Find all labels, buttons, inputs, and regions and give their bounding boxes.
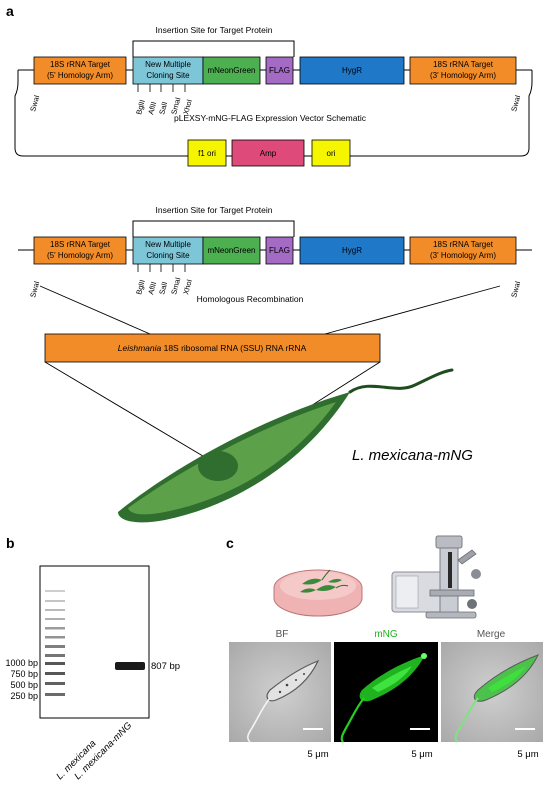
hygr-label-2: HygR [342, 246, 362, 255]
mcs2-line2: Cloning Site [146, 251, 190, 260]
right-arm2-line2: (3' Homology Arm) [430, 251, 496, 260]
mcs-box [132, 56, 204, 85]
ladder-1000bp: 1000 bp [5, 658, 38, 668]
site-sali: SalI [157, 101, 169, 116]
left-arm-line2: (5' Homology Arm) [47, 71, 113, 80]
site-bglii: BglII [134, 99, 147, 116]
mng-image [334, 642, 438, 743]
band-size-label: 807 bp [151, 661, 180, 672]
ladder-500bp: 500 bp [10, 680, 38, 690]
homologous-recombination-label: Homologous Recombination [197, 294, 304, 304]
site-smai: SmaI [169, 96, 182, 115]
site-xhoi: XhoI [181, 98, 194, 115]
site2-smai: SmaI [169, 276, 182, 295]
scale-label-bf: 5 μm [307, 749, 328, 760]
bf-image [229, 642, 331, 743]
ladder-250bp: 250 bp [10, 691, 38, 701]
channel-title-merge: Merge [477, 629, 506, 640]
right-homology-arm [409, 56, 517, 85]
hygr-box [299, 56, 405, 85]
cell-label: L. mexicana-mNG [352, 447, 473, 464]
left-arm2-line2: (5' Homology Arm) [47, 251, 113, 260]
left-homology-arm-2 [33, 236, 127, 265]
mcs-line1: New Multiple [145, 60, 191, 69]
panel-b-label: b [6, 535, 15, 551]
petri-dish-icon [273, 569, 363, 617]
microscope-icon [391, 535, 481, 619]
right-homology-arm-2 [409, 236, 517, 265]
gel-image [39, 565, 150, 719]
flag-box [265, 56, 294, 85]
insertion-site-label-2: Insertion Site for Target Protein [155, 205, 272, 215]
mneongreen-label: mNeonGreen [207, 66, 255, 75]
amp-label: Amp [260, 149, 277, 158]
site2-xhoi: XhoI [181, 278, 194, 295]
swai-right-2: SwaI [509, 280, 522, 298]
site2-bglii: BglII [134, 279, 147, 296]
merge-image [441, 642, 543, 743]
mneongreen-box [202, 56, 261, 85]
site-aflii: AflII [146, 101, 158, 116]
mneongreen-label-2: mNeonGreen [207, 246, 255, 255]
leishmania-18s-bar [44, 333, 381, 363]
swai-right: SwaI [509, 94, 522, 112]
mcs-line2: Cloning Site [146, 71, 190, 80]
f1-ori-label: f1 ori [198, 149, 216, 158]
mneongreen-box-2 [202, 236, 261, 265]
left-arm2-line1: 18S rRNA Target [50, 240, 111, 249]
ladder-750bp: 750 bp [10, 669, 38, 679]
swai-left-2: SwaI [28, 280, 41, 298]
ori-label: ori [327, 149, 336, 158]
flag-label: FLAG [269, 66, 290, 75]
flag-label-2: FLAG [269, 246, 290, 255]
ori-box [311, 139, 351, 167]
flag-box-2 [265, 236, 294, 265]
gel-panel: 1000 bp 750 bp 500 bp 250 bp 807 bp L. m… [5, 565, 180, 782]
insertion-site-label: Insertion Site for Target Protein [155, 25, 272, 35]
vector-construct: Insertion Site for Target Protein 18S rR… [18, 25, 532, 116]
channel-title-bf: BF [276, 629, 289, 640]
panel-a-label: a [6, 3, 14, 19]
panel-c-label: c [226, 535, 234, 551]
gel-band-807bp [115, 662, 145, 670]
leishmania-18s-label: Leishmania 18S ribosomal RNA (SSU) RNA r… [118, 343, 307, 353]
left-homology-arm [33, 56, 127, 85]
amp-box [231, 139, 305, 167]
scale-label-merge: 5 μm [517, 749, 538, 760]
hygr-label: HygR [342, 66, 362, 75]
leishmania-cell-illustration [118, 368, 454, 523]
mcs-box-2 [132, 236, 204, 265]
right-arm-line1: 18S rRNA Target [433, 60, 494, 69]
right-arm-line2: (3' Homology Arm) [430, 71, 496, 80]
linear-construct: Insertion Site for Target Protein 18S rR… [18, 205, 532, 299]
channel-title-mng: mNG [374, 629, 398, 640]
site2-aflii: AflII [146, 281, 158, 296]
right-arm2-line1: 18S rRNA Target [433, 240, 494, 249]
f1-ori-box [187, 139, 227, 167]
scale-label-mng: 5 μm [411, 749, 432, 760]
hygr-box-2 [299, 236, 405, 265]
left-arm-line1: 18S rRNA Target [50, 60, 111, 69]
dna-ladder [45, 590, 65, 696]
mcs2-line1: New Multiple [145, 240, 191, 249]
swai-left: SwaI [28, 94, 41, 112]
vector-backbone: pLEXSY-mNG-FLAG Expression Vector Schema… [14, 70, 533, 167]
site2-sali: SalI [157, 281, 169, 296]
vector-title: pLEXSY-mNG-FLAG Expression Vector Schema… [174, 113, 367, 123]
